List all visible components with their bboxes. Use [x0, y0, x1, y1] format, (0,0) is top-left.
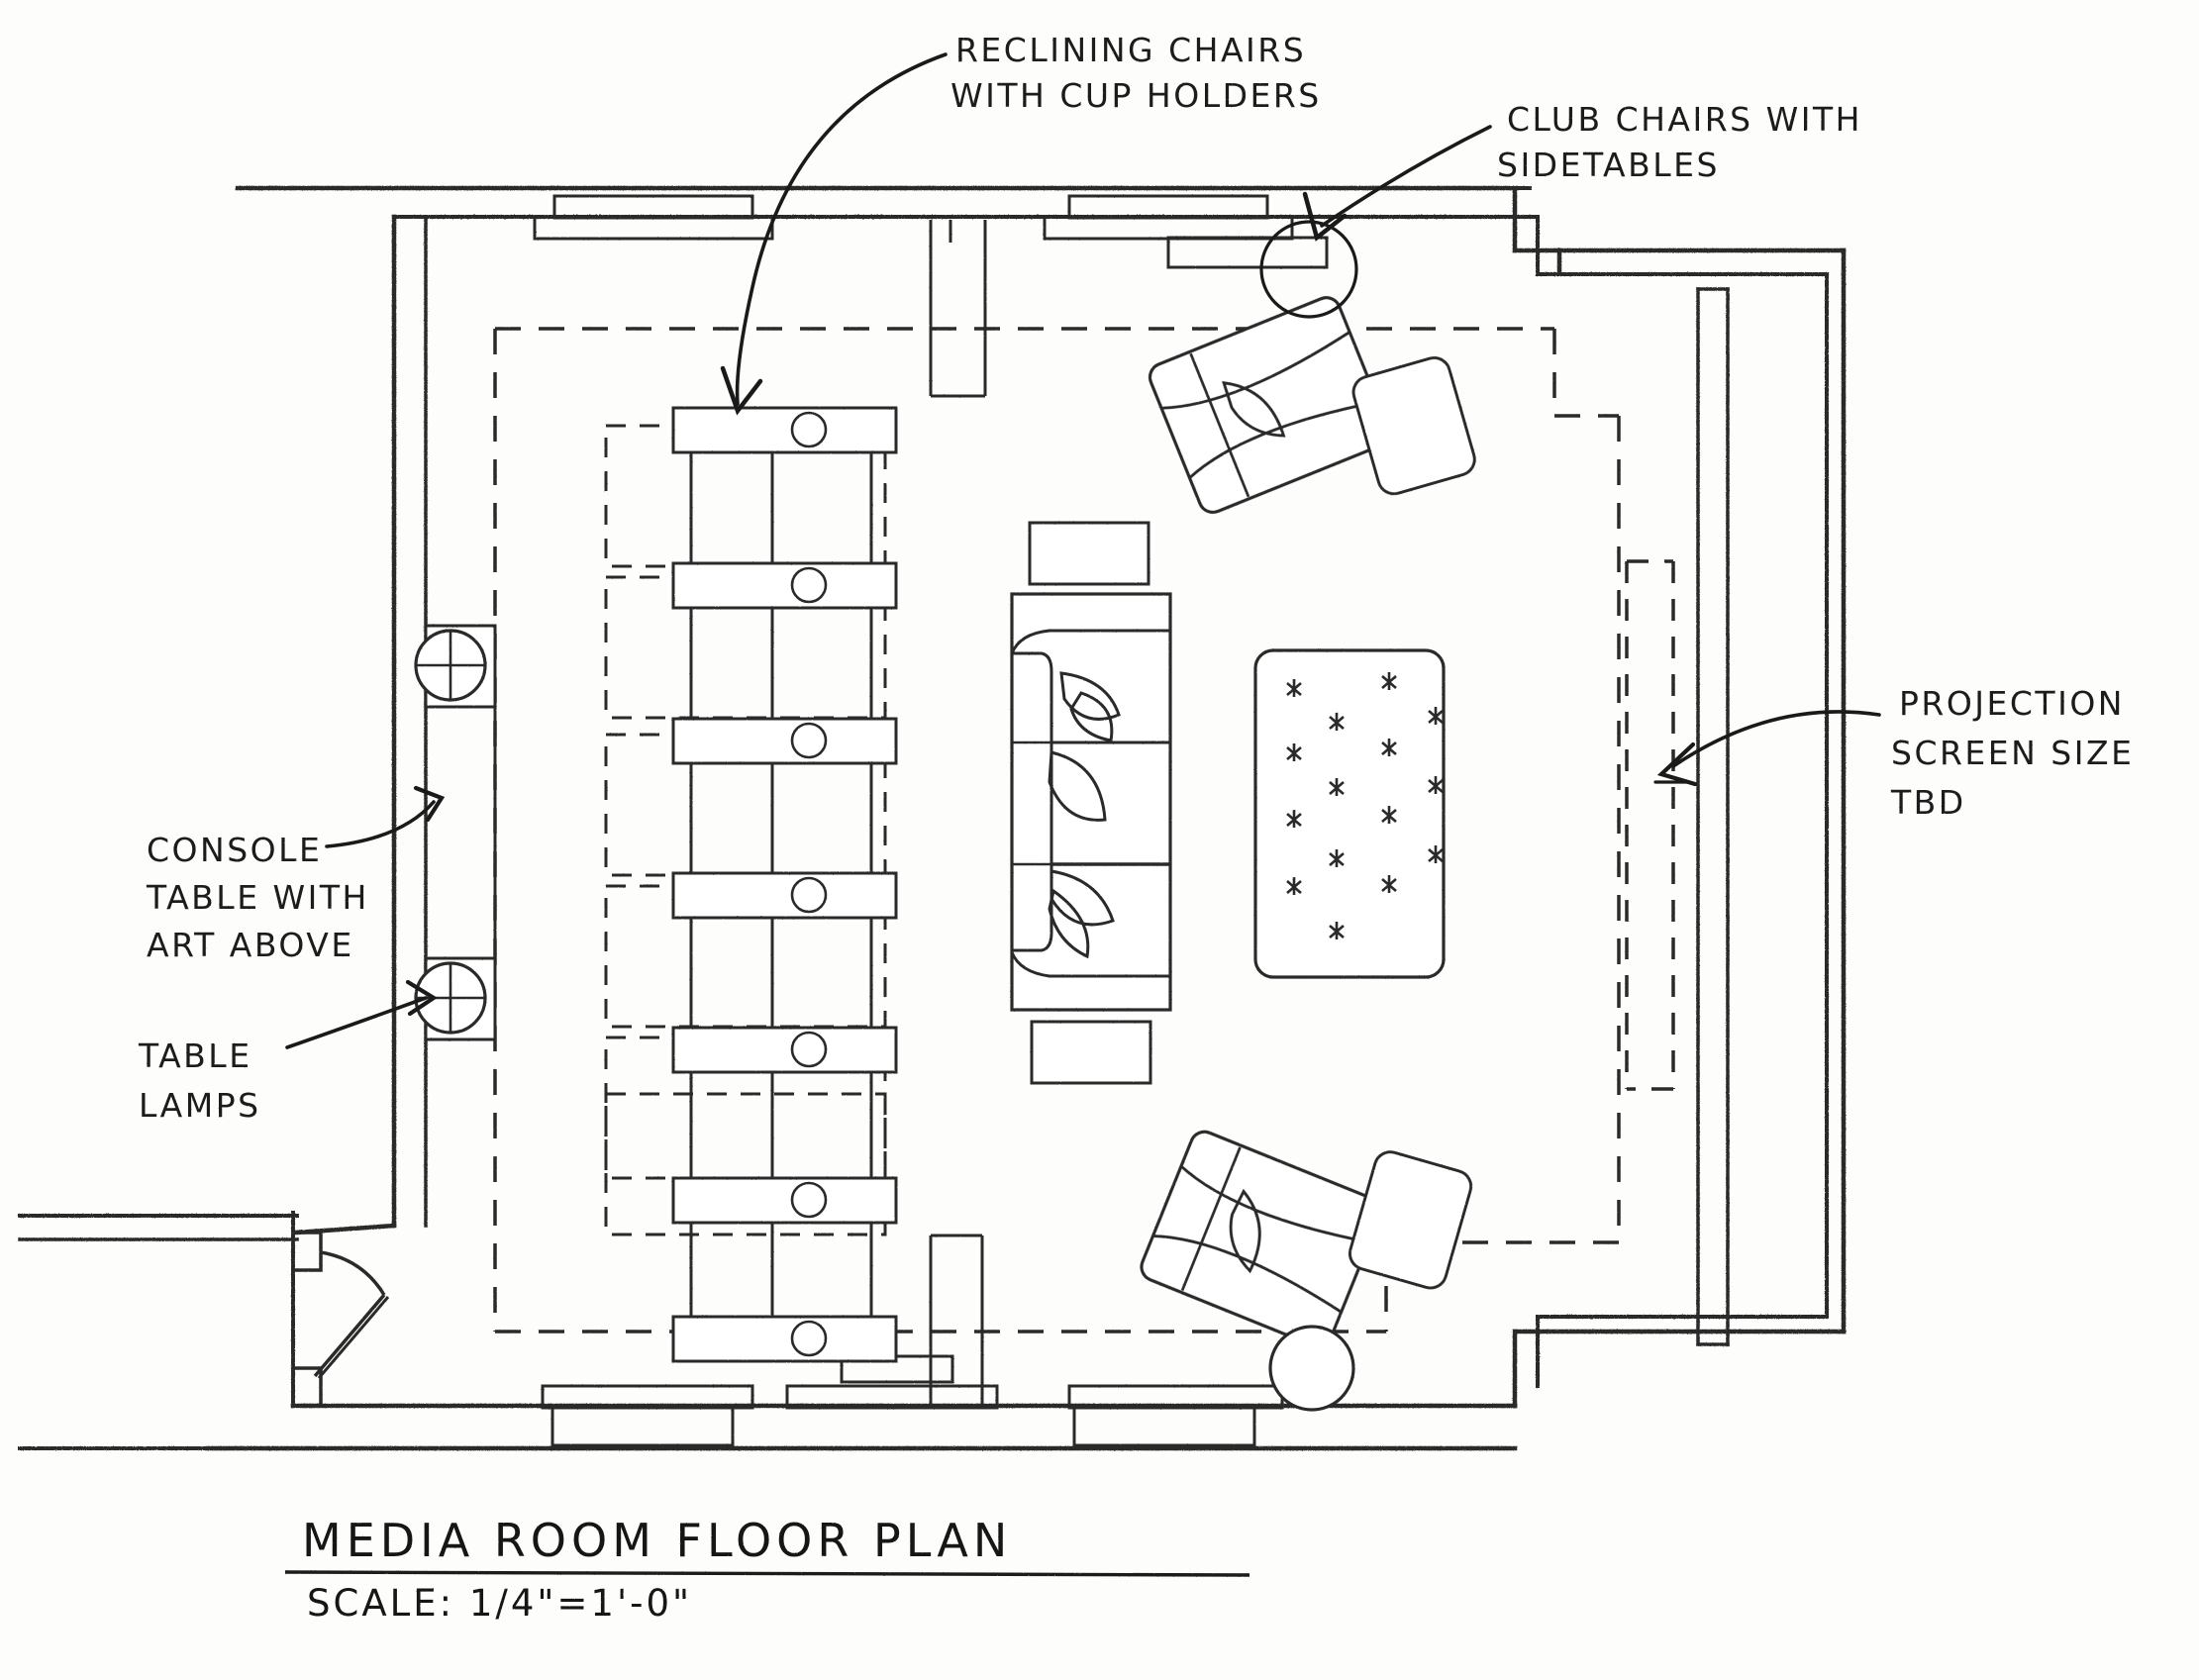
side-table-lower [1348, 1150, 1473, 1290]
arrowhead-table-lamps [405, 979, 438, 1017]
anno-projection-line3: TBD [1890, 783, 1966, 822]
club-chair-upper [1148, 296, 1391, 515]
anno-console-line3: ART ABOVE [147, 926, 354, 964]
table-lamps [414, 629, 487, 1035]
leader-projection-screen [1671, 710, 1881, 768]
anno-console-line1: CONSOLE [147, 831, 322, 869]
recliner-seating-bank [604, 406, 898, 1363]
door-with-swing [291, 1231, 390, 1408]
cup-holder-icon [790, 411, 828, 1357]
arrowhead-club-chairs [1302, 191, 1348, 242]
projection-screen-dashed [1625, 559, 1675, 1091]
club-chair-callout-circle [1259, 220, 1358, 319]
anno-projection-line2: SCREEN SIZE [1891, 734, 2134, 772]
table-lamp-upper [414, 629, 487, 702]
side-table-upper [1351, 356, 1476, 496]
rug-pattern-marks [1286, 672, 1444, 939]
walls-group [18, 185, 1847, 1451]
plan-scale-note: SCALE: 1/4"=1'-0" [307, 1582, 692, 1625]
end-table-lower [1030, 1020, 1152, 1085]
plan-title: MEDIA ROOM FLOOR PLAN [302, 1514, 1012, 1567]
recliner-console-bars [671, 406, 898, 1363]
sofa [1010, 592, 1172, 1012]
leader-table-lamps [285, 996, 428, 1049]
anno-lamps-line2: LAMPS [139, 1086, 261, 1125]
anno-reclining-line2: WITH CUP HOLDERS [950, 76, 1322, 115]
leader-reclining-chairs [735, 52, 948, 406]
recliner-seat-dividers [689, 452, 873, 1317]
round-table [1268, 1325, 1355, 1412]
anno-reclining-line1: RECLINING CHAIRS [955, 31, 1306, 69]
interior-column-bottom [929, 1234, 984, 1406]
sofa-throw-pillows [1048, 671, 1121, 959]
arrowhead-console-table [413, 785, 446, 823]
title-underline [284, 1570, 1250, 1577]
annotation-leader-lines [285, 52, 1881, 1049]
title-block: MEDIA ROOM FLOOR PLAN SCALE: 1/4"=1'-0" [284, 1514, 1250, 1625]
club-chair-lower [1140, 1130, 1383, 1348]
wall-openings-top [533, 194, 1329, 269]
leader-console-table [325, 800, 436, 848]
area-rug [1253, 648, 1446, 979]
arrowhead-reclining-chairs [720, 365, 763, 416]
end-table-upper [1028, 521, 1150, 586]
end-tables [1028, 521, 1152, 1085]
anno-lamps-line1: TABLE [138, 1037, 252, 1075]
anno-console-line2: TABLE WITH [146, 878, 369, 917]
annotation-text-group: RECLINING CHAIRS WITH CUP HOLDERS CLUB C… [138, 31, 2134, 1125]
anno-projection-line1: PROJECTION [1899, 684, 2125, 723]
interior-column-top [929, 220, 987, 398]
anno-club-line1: CLUB CHAIRS WITH [1507, 100, 1862, 139]
leader-club-chairs [1320, 125, 1492, 228]
anno-club-line2: SIDETABLES [1497, 146, 1720, 184]
